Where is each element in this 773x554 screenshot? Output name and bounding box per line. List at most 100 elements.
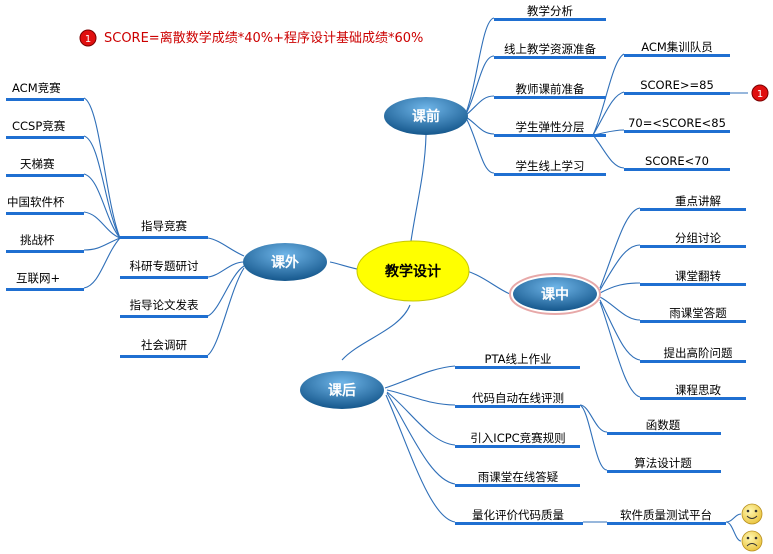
layer-3-bar xyxy=(624,130,730,133)
pre-label: 课前 xyxy=(412,108,440,125)
post-item-3: 引入ICPC竞赛规则 xyxy=(470,431,565,445)
pre-item-5-bar xyxy=(494,173,606,176)
post-items: PTA线上作业 代码自动在线评测 引入ICPC竞赛规则 雨课堂在线答疑 量化评价… xyxy=(455,352,583,525)
connector-pre-item-1 xyxy=(465,17,495,114)
connector-smile xyxy=(725,513,742,523)
pre-item-5: 学生线上学习 xyxy=(516,159,585,173)
connector-pre-item-5 xyxy=(465,117,495,174)
mid-item-3-bar xyxy=(640,283,746,286)
layer-marker-number: 1 xyxy=(757,89,763,100)
center-label: 教学设计 xyxy=(385,263,441,280)
extra-item-4: 社会调研 xyxy=(141,338,187,352)
layer-2-bar xyxy=(624,92,730,95)
connector-contest-5 xyxy=(83,237,121,251)
platform-label: 软件质量测试平台 xyxy=(620,508,712,522)
extra-item-3: 指导论文发表 xyxy=(130,298,199,312)
pre-item-4-bar xyxy=(494,134,606,137)
score-marker-number: 1 xyxy=(85,34,91,45)
extra-label: 课外 xyxy=(271,254,299,271)
mid-item-1: 重点讲解 xyxy=(675,194,721,208)
pre-item-1-bar xyxy=(494,18,606,21)
platform-bar xyxy=(607,522,726,525)
connector-pre-item-3 xyxy=(465,95,495,116)
extra-item-4-bar xyxy=(120,355,208,358)
mid-item-5: 提出高阶问题 xyxy=(664,346,733,360)
contest-5-bar xyxy=(6,250,84,253)
mid-item-1-bar xyxy=(640,208,746,211)
layer-marker-icon xyxy=(751,84,769,102)
mid-node[interactable]: 课中 xyxy=(509,273,601,315)
judge-type-2-bar xyxy=(607,470,721,473)
post-item-2: 代码自动在线评测 xyxy=(472,391,564,405)
pre-node[interactable]: 课前 xyxy=(384,97,468,135)
pre-item-2-bar xyxy=(494,56,606,59)
mid-item-3: 课堂翻转 xyxy=(675,269,721,283)
contest-6: 互联网+ xyxy=(16,271,60,285)
pre-layers: ACM集训队员 SCORE>=85 70=<SCORE<85 SCORE<70 … xyxy=(624,40,769,171)
layer-1-bar xyxy=(624,54,730,57)
layer-3: 70=<SCORE<85 xyxy=(628,116,726,130)
connector-post-item-3 xyxy=(386,391,456,446)
connector-extra-item-1 xyxy=(207,237,245,257)
post-item-2-bar xyxy=(455,405,580,408)
connector-contest-4 xyxy=(83,211,121,239)
extra-item-2-bar xyxy=(120,276,208,279)
connector-post-item-2 xyxy=(386,389,456,406)
judge-type-1-bar xyxy=(607,432,721,435)
mid-item-4-bar xyxy=(640,320,746,323)
mid-item-6: 课程思政 xyxy=(675,383,721,397)
connector-extra-item-2 xyxy=(207,261,245,278)
connector-post-item-5 xyxy=(385,394,456,523)
connector-layer-2 xyxy=(592,91,625,136)
contest-1-bar xyxy=(6,98,84,101)
judge-type-2: 算法设计题 xyxy=(634,456,692,470)
center-node[interactable]: 教学设计 xyxy=(356,240,470,302)
contest-2-bar xyxy=(6,136,84,139)
contest-items: ACM竞赛 CCSP竞赛 天梯赛 中国软件杯 挑战杯 互联网+ xyxy=(6,81,84,291)
mid-item-2-bar xyxy=(640,245,746,248)
mid-item-2: 分组讨论 xyxy=(675,231,721,245)
connector-contest-2 xyxy=(83,135,121,239)
connector-layer-1 xyxy=(592,53,625,136)
connector-pre-item-4 xyxy=(465,116,495,135)
pre-item-4: 学生弹性分层 xyxy=(516,120,585,134)
extra-item-1-bar xyxy=(120,236,208,239)
connector-sad xyxy=(725,521,742,542)
extra-item-3-bar xyxy=(120,315,208,318)
connector-center-post xyxy=(341,304,411,361)
score-note: 1 SCORE=离散数学成绩*40%+程序设计基础成绩*60% xyxy=(79,29,423,47)
extra-node[interactable]: 课外 xyxy=(243,243,327,281)
post-node[interactable]: 课后 xyxy=(300,371,384,409)
mid-item-5-bar xyxy=(640,360,746,363)
mid-item-6-bar xyxy=(640,397,746,400)
pre-item-2: 线上教学资源准备 xyxy=(504,42,596,56)
connector-contest-3 xyxy=(83,173,121,239)
post-item-5: 量化评价代码质量 xyxy=(472,508,564,522)
judge-type-1: 函数题 xyxy=(646,418,681,432)
pre-item-3-bar xyxy=(494,96,606,99)
connector-layer-4 xyxy=(592,134,625,169)
connector-post-item-1 xyxy=(384,365,456,389)
pre-item-1: 教学分析 xyxy=(527,4,573,18)
contest-4-bar xyxy=(6,212,84,215)
connector-mid-item-4 xyxy=(599,296,641,321)
connector-contest-6 xyxy=(83,237,121,289)
extra-items: 指导竞赛 科研专题研讨 指导论文发表 社会调研 xyxy=(120,219,208,358)
layer-4: SCORE<70 xyxy=(645,154,709,168)
layer-4-bar xyxy=(624,168,730,171)
sad-icon xyxy=(741,530,763,552)
contest-3-bar xyxy=(6,174,84,177)
post-item-3-bar xyxy=(455,445,580,448)
contest-2: CCSP竞赛 xyxy=(12,119,66,133)
post-item-4-bar xyxy=(455,484,580,487)
connector-mid-item-3 xyxy=(599,282,641,294)
connector-post-item-4 xyxy=(386,392,456,485)
mid-label: 课中 xyxy=(541,286,569,303)
connector-mid-item-1 xyxy=(599,207,641,289)
score-marker-icon xyxy=(79,29,97,47)
connector-mid-item-5 xyxy=(599,299,641,361)
contest-6-bar xyxy=(6,288,84,291)
score-formula: SCORE=离散数学成绩*40%+程序设计基础成绩*60% xyxy=(104,30,423,46)
connector-mid-item-2 xyxy=(599,244,641,291)
